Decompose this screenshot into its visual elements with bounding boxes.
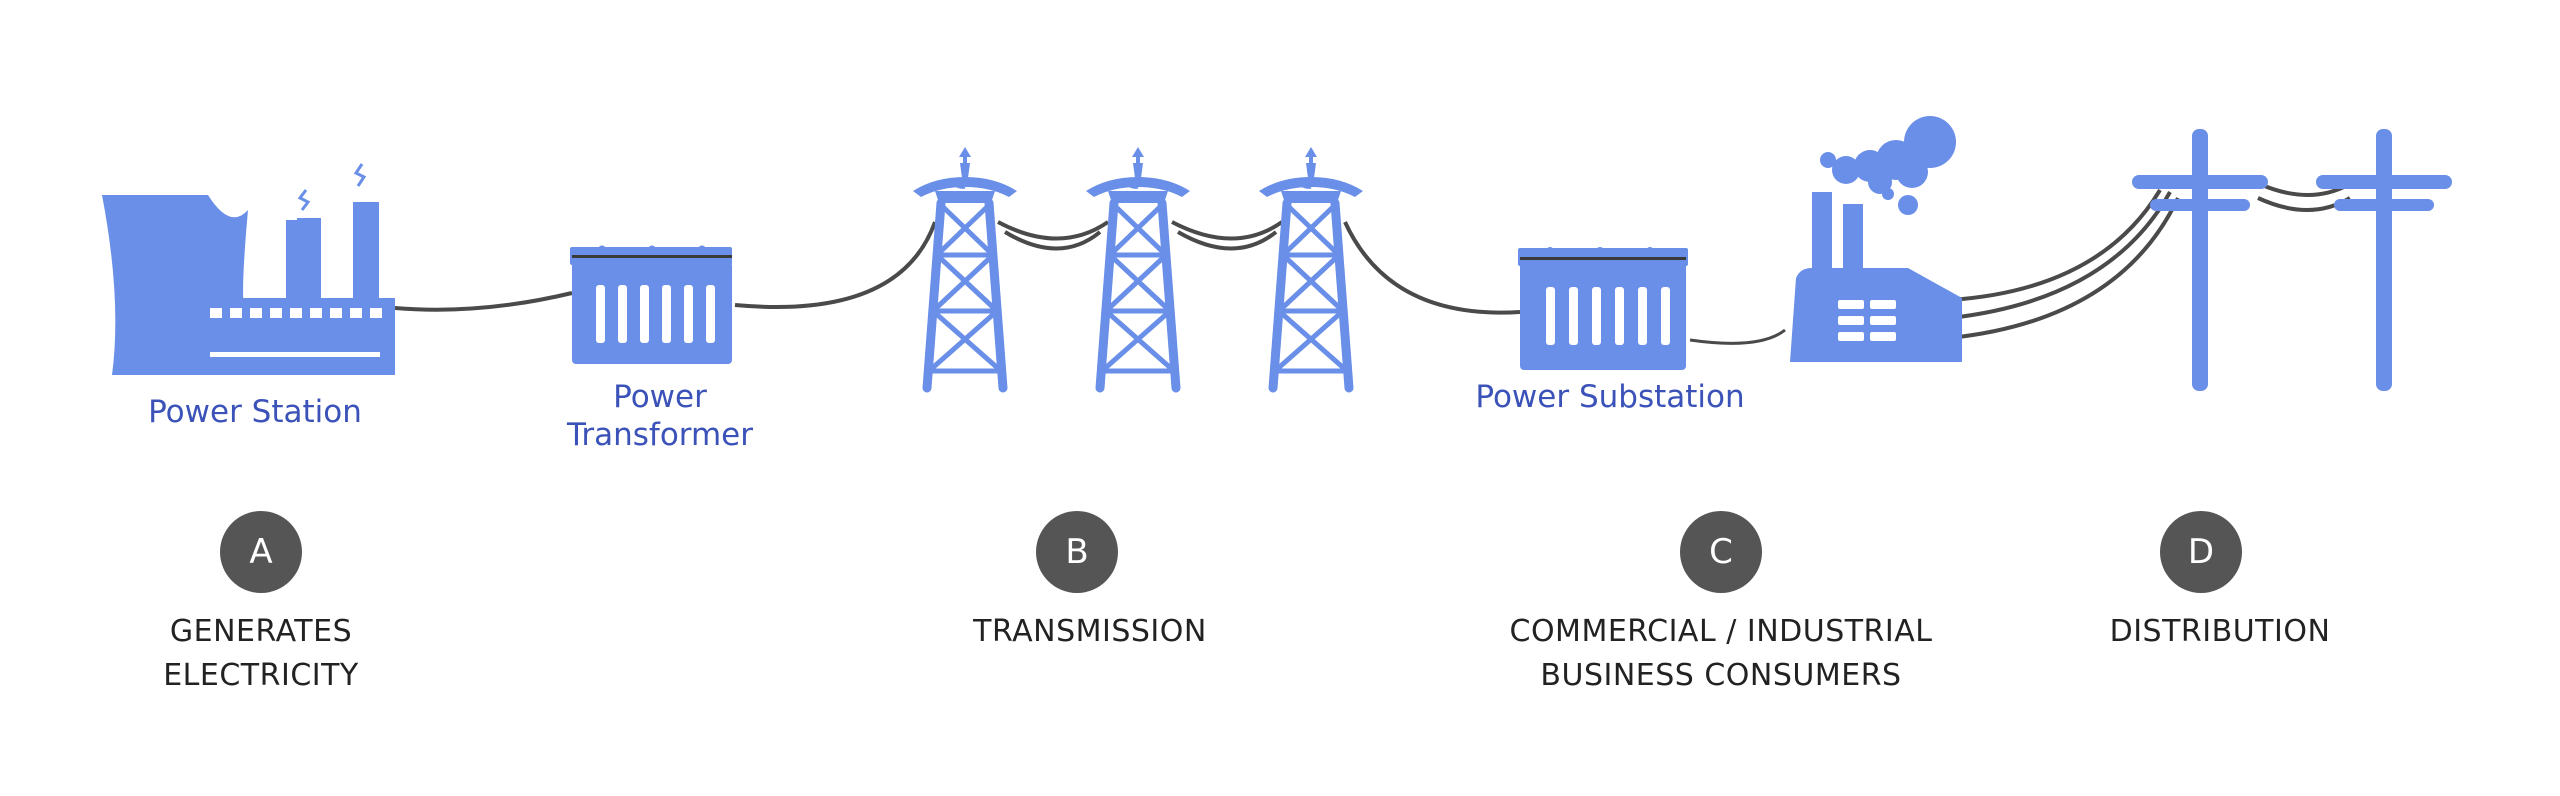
stage-marker-c: C — [1680, 511, 1762, 593]
power-transformer-label-line2: Transformer — [566, 417, 753, 453]
stage-d-description: DISTRIBUTION — [2110, 610, 2331, 654]
transmission-tower-2 — [1086, 147, 1190, 388]
utility-pole-2 — [2316, 129, 2452, 391]
stage-a-line2: ELECTRICITY — [163, 658, 359, 693]
stage-d-line1: DISTRIBUTION — [2109, 614, 2331, 649]
transformer-icon — [570, 245, 732, 364]
stage-a-line1: GENERATES — [169, 614, 353, 649]
wire-factory-pole-c — [1949, 197, 2180, 340]
transmission-tower-3 — [1259, 147, 1363, 388]
wire-factory-pole-b — [1949, 191, 2172, 320]
stage-marker-a: A — [220, 511, 302, 593]
stage-a-description: GENERATES ELECTRICITY — [163, 610, 359, 698]
factory-icon — [1790, 116, 1962, 362]
utility-pole-1 — [2132, 129, 2268, 391]
power-transformer-label-line1: Power — [613, 379, 707, 415]
power-transformer-label: Power Transformer — [540, 378, 780, 454]
wire-factory-pole-a — [1949, 188, 2162, 302]
wire-substation-factory — [1689, 328, 1786, 345]
substation-icon — [1518, 247, 1688, 370]
transmission-tower-1 — [913, 147, 1017, 388]
wire-tower1-tower2-a — [997, 220, 1110, 241]
wire-station-transformer — [394, 291, 573, 312]
stage-c-description: COMMERCIAL / INDUSTRIAL BUSINESS CONSUME… — [1510, 610, 1933, 698]
wire-transformer-tower1 — [734, 221, 937, 309]
stage-marker-d: D — [2160, 511, 2242, 593]
wire-tower3-substation — [1343, 221, 1521, 315]
stage-c-line2: BUSINESS CONSUMERS — [1540, 658, 1902, 693]
stage-marker-b: B — [1036, 511, 1118, 593]
wire-tower2-tower3-a — [1171, 220, 1284, 241]
power-plant-icon — [102, 163, 395, 375]
power-station-label: Power Station — [148, 394, 362, 430]
power-substation-label: Power Substation — [1475, 379, 1745, 415]
wire-tower2-tower3-b — [1176, 230, 1278, 251]
wire-tower1-tower2-b — [1003, 230, 1102, 251]
stage-b-description: TRANSMISSION — [973, 610, 1207, 654]
stage-c-line1: COMMERCIAL / INDUSTRIAL — [1509, 614, 1933, 649]
stage-b-line1: TRANSMISSION — [973, 614, 1207, 649]
